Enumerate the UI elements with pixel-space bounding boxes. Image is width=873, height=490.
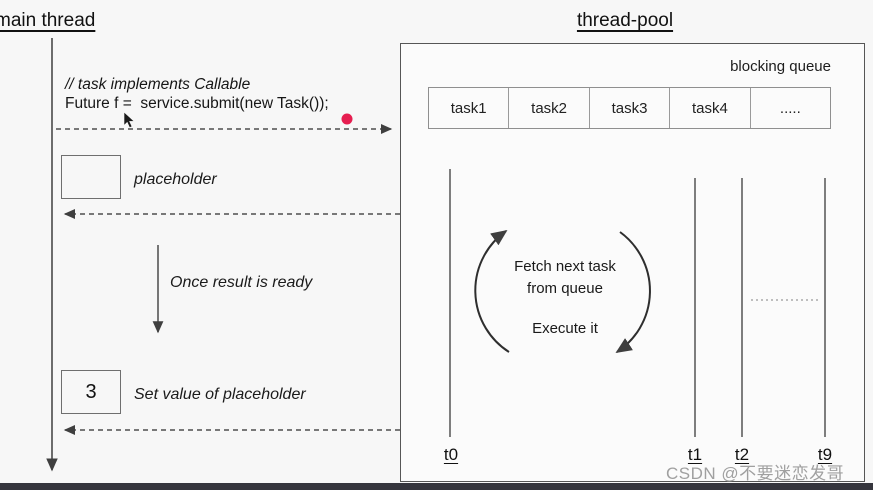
mouse-cursor-icon bbox=[123, 111, 135, 128]
cycle-execute-line: Execute it bbox=[532, 320, 598, 337]
watermark: CSDN @不要迷恋发哥 bbox=[666, 464, 845, 483]
code-line: Future f = service.submit(new Task()); bbox=[65, 95, 329, 112]
thread-label-t0: t0 bbox=[443, 445, 459, 464]
thread-label-t9: t9 bbox=[817, 445, 833, 464]
blocking-queue-label: blocking queue bbox=[730, 58, 831, 75]
queue-cell: task4 bbox=[670, 88, 751, 128]
blocking-queue: task1 task2 task3 task4 ..... bbox=[428, 87, 831, 129]
placeholder-box bbox=[61, 155, 121, 199]
code-comment: // task implements Callable bbox=[65, 76, 251, 93]
thread-label-t2: t2 bbox=[734, 445, 750, 464]
main-thread-title: main thread bbox=[0, 10, 96, 31]
bottom-bar bbox=[0, 483, 873, 490]
thread-label-t1: t1 bbox=[687, 445, 703, 464]
thread-pool-title: thread-pool bbox=[576, 10, 674, 31]
placeholder-value: 3 bbox=[85, 380, 97, 403]
queue-cell: task2 bbox=[509, 88, 590, 128]
once-ready-label: Once result is ready bbox=[170, 274, 313, 291]
set-value-label: Set value of placeholder bbox=[134, 386, 306, 403]
queue-cell: task1 bbox=[429, 88, 510, 128]
pointer-dot-icon bbox=[341, 113, 353, 125]
cycle-fetch-line1: Fetch next task bbox=[514, 258, 616, 275]
placeholder-label: placeholder bbox=[134, 171, 217, 188]
placeholder-value-box: 3 bbox=[61, 370, 121, 414]
queue-cell-ellipsis: ..... bbox=[779, 99, 801, 117]
queue-cell: task3 bbox=[590, 88, 671, 128]
cycle-fetch-line2: from queue bbox=[527, 280, 603, 297]
